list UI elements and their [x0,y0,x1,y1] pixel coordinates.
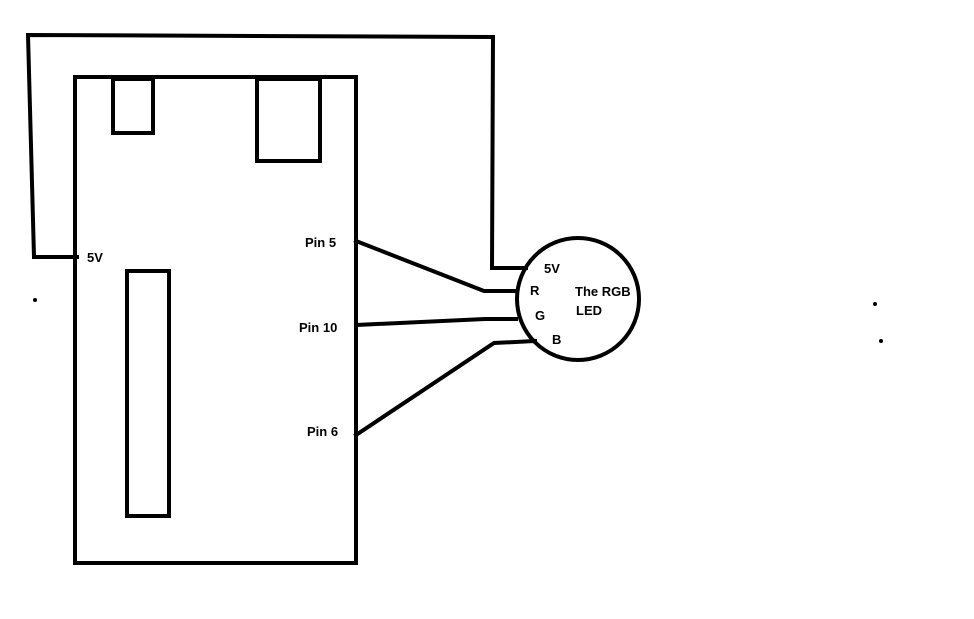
rgb-led: The RGB LED 5V R G B [515,236,641,362]
wire-pin10-green [353,317,518,328]
stray-dots [33,298,883,343]
board-pin5-label: Pin 5 [305,235,336,250]
led-outline [515,236,641,362]
board-outline [73,75,358,565]
board-small-connector [111,77,155,135]
led-title-line2: LED [576,303,602,318]
led-title-line1: The RGB [575,284,631,299]
wire-pin6-blue [353,338,538,438]
wires [25,32,538,438]
wire-5v [25,32,528,270]
board-large-connector [255,77,322,163]
board-pin10-label: Pin 10 [299,320,337,335]
board-chip [125,269,171,518]
board-pin6-label: Pin 6 [307,424,338,439]
stray-dot [873,302,877,306]
led-pin-g-label: G [535,308,545,323]
board-5v-label: 5V [87,250,103,265]
led-pin-r-label: R [530,283,540,298]
led-pin-5v-label: 5V [544,261,560,276]
led-pin-b-label: B [552,332,561,347]
stray-dot [33,298,37,302]
board-pin-labels: 5V Pin 5 Pin 10 Pin 6 [87,235,338,439]
microcontroller-board [73,75,358,565]
wire-pin5-red [353,238,518,293]
stray-dot [879,339,883,343]
